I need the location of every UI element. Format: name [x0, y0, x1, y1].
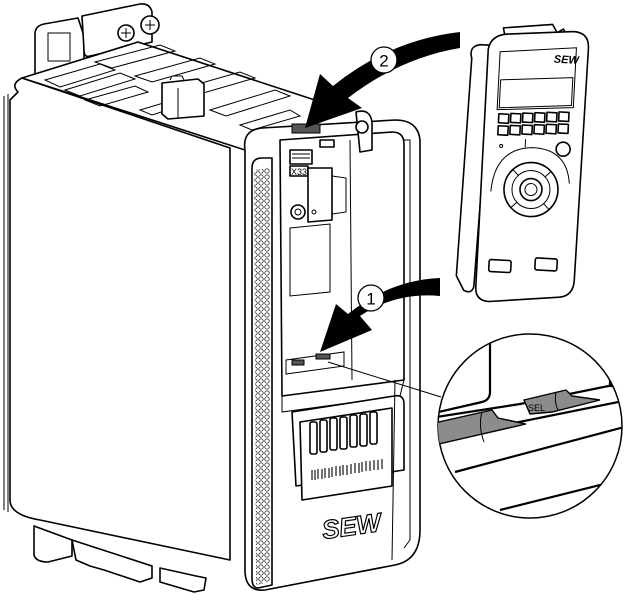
nut-icon: [290, 204, 306, 220]
led-indicators: [309, 411, 378, 455]
arrow-step-2: [305, 32, 460, 128]
status-led: [499, 143, 504, 148]
latch-tab-right: [523, 389, 601, 415]
screw-icon: [117, 15, 160, 42]
svg-text:SEL: SEL: [528, 403, 545, 413]
soft-key-left[interactable]: [487, 258, 512, 274]
keypad-device: SEW: [455, 23, 590, 303]
inverter-side-panel: [9, 77, 231, 561]
key-button[interactable]: [496, 124, 510, 137]
keypad-back: [455, 43, 494, 293]
key-button[interactable]: [521, 112, 534, 124]
top-vents: [43, 44, 302, 131]
leader-line: [327, 361, 442, 398]
callout-number: 2: [379, 52, 388, 71]
callout-1: 1: [357, 284, 385, 312]
keypad-function-keys: [496, 111, 570, 137]
keypad-display: [498, 77, 574, 109]
soft-key-right[interactable]: [534, 257, 559, 272]
plug-connector: [307, 167, 347, 223]
key-button[interactable]: [557, 111, 570, 123]
detail-magnifier: SEL: [327, 333, 623, 519]
arrow-step-1: [320, 278, 440, 352]
keypad-upper-slot: [291, 123, 321, 134]
terminal-label: X33: [291, 167, 307, 177]
callout-number: 1: [366, 290, 375, 309]
key-button[interactable]: [497, 112, 510, 125]
key-button[interactable]: [557, 123, 570, 135]
latch-area: [285, 351, 345, 375]
keypad-navigation-pad: [490, 139, 571, 218]
vent-grille: [251, 157, 273, 589]
bottom-connectors: [33, 525, 207, 593]
key-button[interactable]: [533, 111, 546, 123]
keypad-logo: SEW: [553, 54, 580, 67]
key-button[interactable]: [545, 123, 558, 135]
keypad-display-frame: [496, 47, 577, 111]
aux-button[interactable]: [555, 141, 571, 157]
key-button[interactable]: [521, 124, 534, 136]
key-button[interactable]: [509, 124, 522, 136]
callout-2: 2: [370, 46, 398, 74]
key-button[interactable]: [545, 111, 558, 123]
status-label-panel: [291, 394, 405, 501]
top-connector: [161, 75, 205, 120]
key-button[interactable]: [509, 112, 522, 124]
barcode: [311, 459, 383, 480]
key-button[interactable]: [533, 123, 546, 135]
enter-button[interactable]: [519, 177, 543, 202]
